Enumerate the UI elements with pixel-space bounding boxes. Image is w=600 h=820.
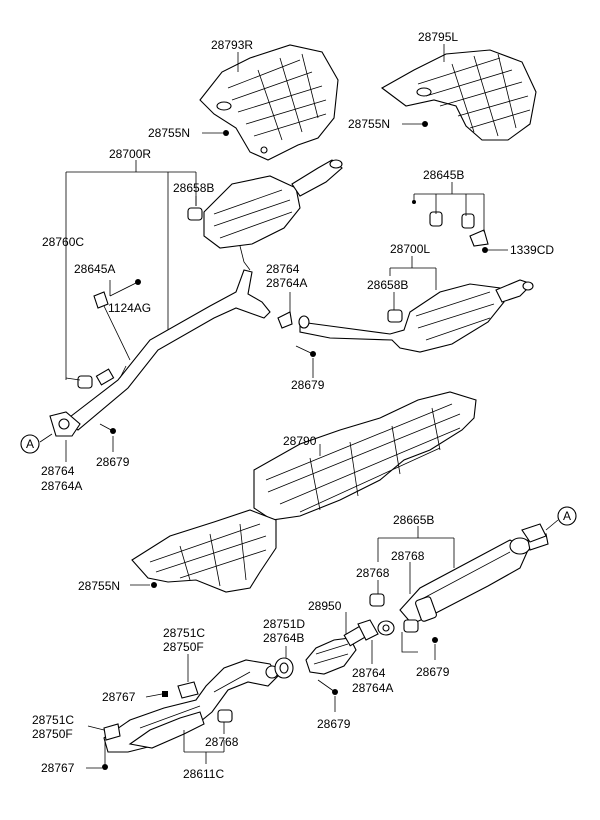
front-y-pipe (65, 269, 271, 431)
tail-muffler (377, 533, 549, 636)
label-28645B: 28645B (423, 168, 464, 182)
label-28755N-top-left: 28755N (148, 126, 190, 140)
label-1339CD: 1339CD (510, 243, 554, 257)
label-28767-upper: 28767 (102, 690, 136, 704)
label-28768-right-mid: 28768 (356, 566, 390, 580)
label-28768-right-top: 28768 (391, 549, 425, 563)
label-28679-lower: 28679 (317, 717, 351, 731)
label-28750F-lower: 28750F (32, 727, 73, 741)
ref-a-left-circle (20, 434, 40, 454)
label-28679-left: 28679 (96, 455, 130, 469)
heat-shield-28790 (253, 391, 477, 521)
label-28760C: 28760C (42, 235, 84, 249)
front-exhaust-pipe (103, 659, 279, 753)
label-28611C: 28611C (183, 767, 224, 781)
label-28679-top: 28679 (291, 378, 325, 392)
label-28645A: 28645A (74, 262, 115, 276)
label-28755N-top-right: 28755N (348, 117, 390, 131)
heat-shield-28793R (199, 44, 339, 161)
leader-lines (39, 44, 559, 769)
label-28768-lower: 28768 (205, 735, 239, 749)
label-28764A-lower: 28764A (352, 681, 393, 695)
label-1124AG: 1124AG (108, 301, 151, 315)
label-28764-lower: 28764 (352, 666, 386, 680)
rear-muffler (299, 279, 534, 353)
gaskets-and-hangers (49, 207, 547, 741)
label-28665B: 28665B (393, 513, 434, 527)
label-28793R: 28793R (211, 38, 253, 52)
heat-shield-28795L (380, 49, 537, 141)
part-labels: 28793R 28795L 28755N 28755N 28700R 28658… (32, 30, 554, 781)
heat-shield-28755N-lower (131, 509, 277, 593)
label-28751D: 28751D (263, 617, 305, 631)
label-28790: 28790 (283, 434, 317, 448)
center-muffler (203, 159, 343, 271)
label-28764A-top: 28764A (266, 276, 307, 290)
ref-a-left-label: A (26, 437, 34, 451)
label-28700R: 28700R (109, 147, 151, 161)
label-28764A-left: 28764A (41, 479, 82, 493)
ref-a-right-label: A (563, 509, 571, 523)
label-28658B-mid: 28658B (367, 278, 408, 292)
label-28767-lower: 28767 (41, 761, 75, 775)
label-28764-top: 28764 (266, 262, 300, 276)
label-28950: 28950 (308, 599, 342, 613)
ref-a-right-circle (557, 506, 577, 526)
label-28755N-lower: 28755N (78, 579, 120, 593)
label-28751C-upper: 28751C (163, 626, 205, 640)
label-28764-left: 28764 (41, 464, 75, 478)
label-28679-right: 28679 (416, 665, 450, 679)
label-28751C-lower: 28751C (32, 713, 74, 727)
label-28700L: 28700L (390, 242, 430, 256)
label-28795L: 28795L (418, 30, 458, 44)
label-28750F-upper: 28750F (163, 640, 204, 654)
label-28658B-top: 28658B (173, 181, 214, 195)
label-28764B: 28764B (263, 631, 304, 645)
reference-markers: A A (20, 434, 577, 526)
